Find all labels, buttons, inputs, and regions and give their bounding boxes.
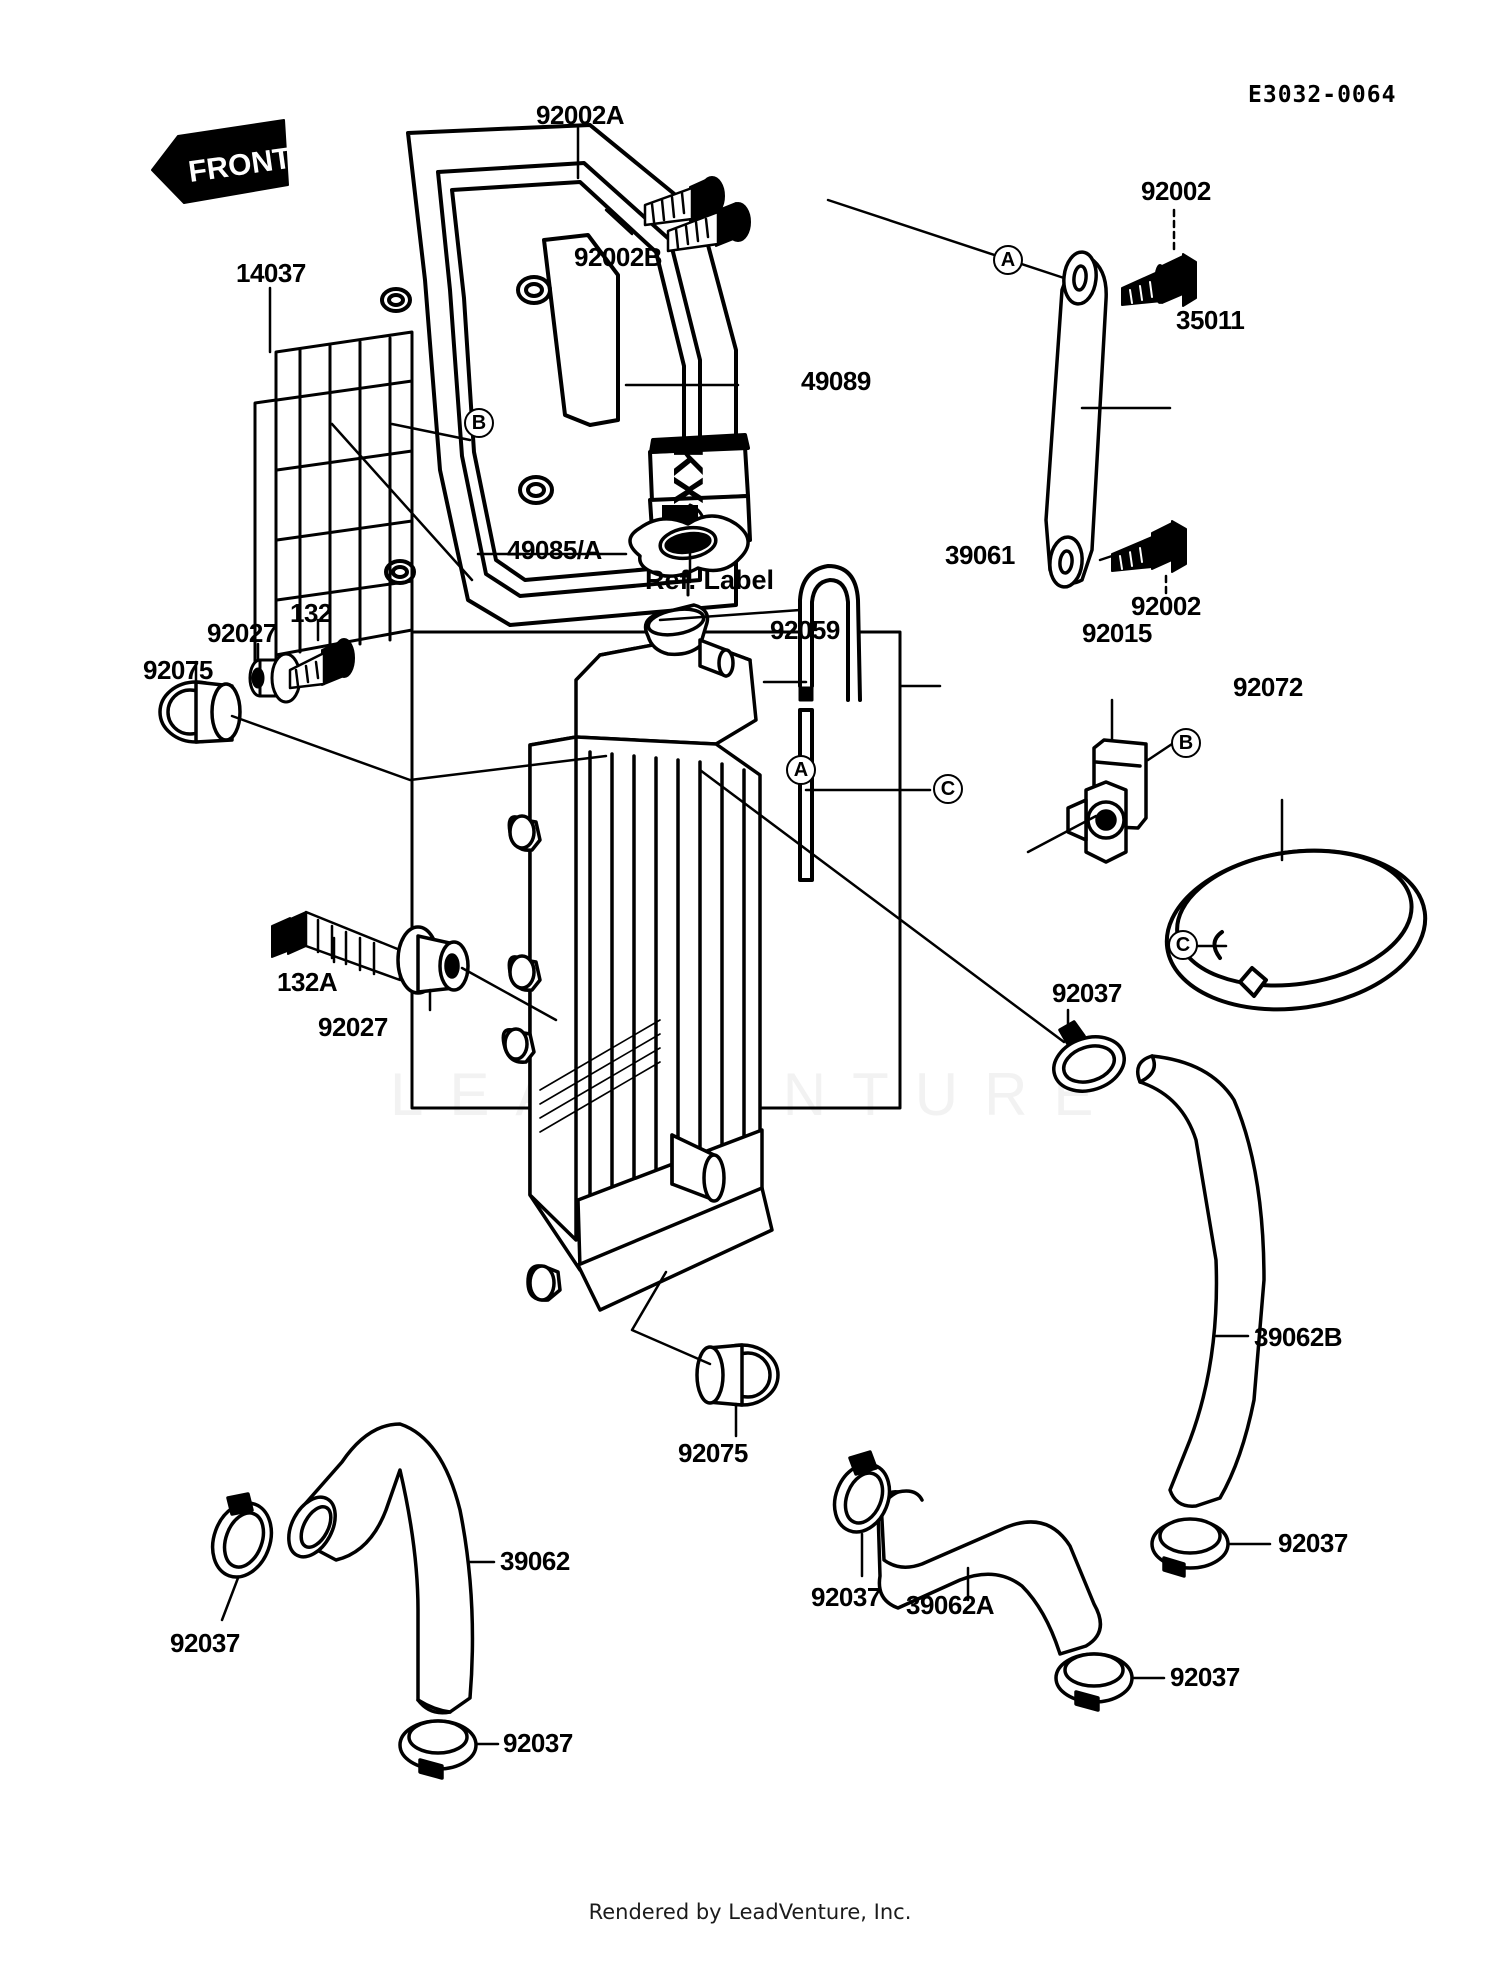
- footer-credit: Rendered by LeadVenture, Inc.: [588, 1900, 912, 1924]
- svg-text:KX: KX: [665, 446, 712, 504]
- part-label-92037-b-lower[interactable]: 92037: [1278, 1528, 1348, 1558]
- part-label-92002B[interactable]: 92002B: [574, 242, 663, 272]
- ref-label-text: Ref. Label: [645, 565, 775, 595]
- part-label-92037-left-lower[interactable]: 92037: [503, 1728, 573, 1758]
- part-label-92002-rod-upper[interactable]: 92002: [1141, 176, 1211, 206]
- part-label-132A[interactable]: 132A: [277, 967, 338, 997]
- part-label-92015[interactable]: 92015: [1082, 618, 1152, 648]
- part-label-92075-upper[interactable]: 92075: [143, 655, 213, 685]
- part-label-92059[interactable]: 92059: [770, 615, 840, 645]
- part-label-49089[interactable]: 49089: [801, 366, 871, 396]
- part-label-92037-right-upper[interactable]: 92037: [1052, 978, 1122, 1008]
- part-label-92075-lower[interactable]: 92075: [678, 1438, 748, 1468]
- ref-marker-c-band: C: [1168, 930, 1198, 960]
- part-label-39062[interactable]: 39062: [500, 1546, 570, 1576]
- part-label-132[interactable]: 132: [290, 598, 332, 628]
- part-label-49085A[interactable]: 49085/A: [507, 535, 602, 565]
- part-label-39062B[interactable]: 39062B: [1254, 1322, 1343, 1352]
- part-label-92037-left-upper[interactable]: 92037: [170, 1628, 240, 1658]
- part-label-92072[interactable]: 92072: [1233, 672, 1303, 702]
- part-label-92027-upper[interactable]: 92027: [207, 618, 277, 648]
- ref-marker-b-nut: B: [1171, 728, 1201, 758]
- part-label-92037-a-lower[interactable]: 92037: [1170, 1662, 1240, 1692]
- part-label-39061[interactable]: 39061: [945, 540, 1015, 570]
- part-label-14037[interactable]: 14037: [236, 258, 306, 288]
- part-label-35011[interactable]: 35011: [1176, 305, 1245, 335]
- diagram-code: E3032-0064: [1248, 82, 1397, 108]
- ref-marker-a-rod: A: [993, 245, 1023, 275]
- ref-marker-a-radiator: A: [786, 755, 816, 785]
- part-label-92002-rod-lower[interactable]: 92002: [1131, 591, 1201, 621]
- part-label-92037-a-upper[interactable]: 92037: [811, 1582, 881, 1612]
- part-label-39062A[interactable]: 39062A: [906, 1590, 995, 1620]
- part-label-92027-lower[interactable]: 92027: [318, 1012, 388, 1042]
- ref-marker-b-shroud: B: [464, 408, 494, 438]
- ref-marker-c-tube: C: [933, 774, 963, 804]
- part-label-92002A[interactable]: 92002A: [536, 100, 625, 130]
